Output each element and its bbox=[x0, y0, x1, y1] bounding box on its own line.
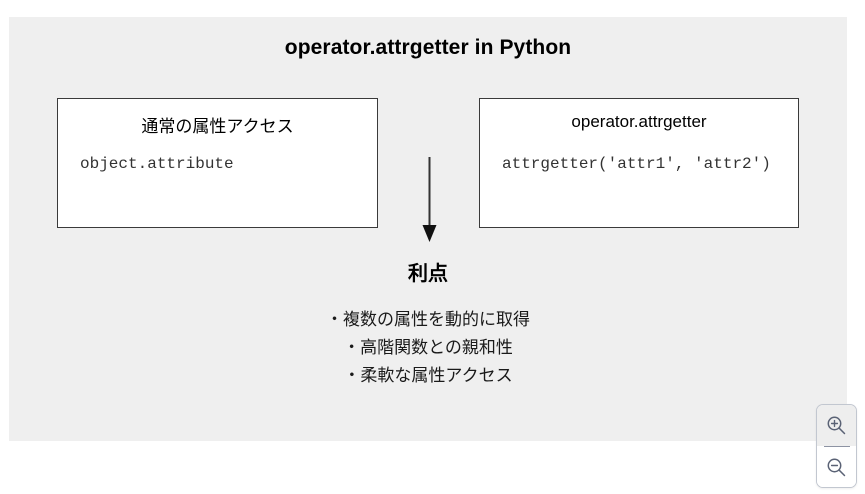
page-title: operator.attrgetter in Python bbox=[284, 36, 572, 59]
list-item: ・高階関数との親和性 bbox=[343, 338, 513, 357]
zoom-controls-divider bbox=[823, 446, 850, 447]
list-item: ・柔軟な属性アクセス bbox=[343, 366, 513, 385]
list-item: ・複数の属性を動的に取得 bbox=[326, 310, 530, 329]
box-title-normal-attribute-access: 通常の属性アクセス bbox=[141, 117, 294, 136]
zoom-out-icon bbox=[827, 458, 846, 477]
concept-box-normal-attribute-access: 通常の属性アクセス object.attribute bbox=[57, 98, 378, 228]
zoom-controls bbox=[816, 404, 857, 488]
zoom-in-icon bbox=[827, 416, 846, 435]
box-code-operator-attrgetter: attrgetter('attr1', 'attr2') bbox=[502, 155, 771, 173]
zoom-in-button[interactable] bbox=[817, 405, 856, 446]
arrow-down-icon bbox=[422, 157, 437, 242]
box-code-normal-attribute-access: object.attribute bbox=[80, 155, 234, 173]
zoom-out-button[interactable] bbox=[817, 447, 856, 487]
box-title-operator-attrgetter: operator.attrgetter bbox=[571, 112, 707, 131]
benefits-heading: 利点 bbox=[408, 263, 448, 285]
concept-box-operator-attrgetter: operator.attrgetter attrgetter('attr1', … bbox=[479, 98, 799, 228]
benefits-list: ・複数の属性を動的に取得 ・高階関数との親和性 ・柔軟な属性アクセス bbox=[9, 306, 847, 390]
diagram-canvas: operator.attrgetter in Python 通常の属性アクセス … bbox=[9, 17, 847, 441]
